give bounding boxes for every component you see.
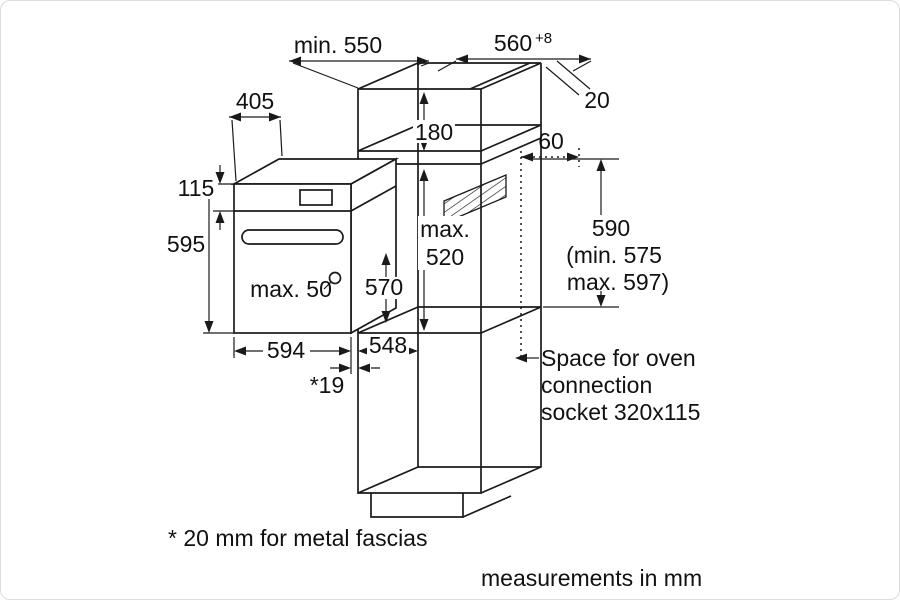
dim-548-label: 548 — [369, 332, 407, 358]
dim-max50-label: max. 50 — [250, 276, 332, 302]
socket-note-line3: socket 320x115 — [541, 399, 700, 425]
dim-60-label: 60 — [538, 128, 564, 154]
dim-19-label: *19 — [310, 372, 345, 398]
dim-19: *19 — [310, 363, 380, 398]
dim-570-label: 570 — [365, 274, 403, 300]
dim-60: 60 — [521, 128, 579, 162]
dim-595: 595 — [167, 183, 234, 334]
oven-handle — [241, 229, 344, 245]
dim-560: 560 +8 — [437, 30, 592, 72]
oven-handle-knob — [328, 271, 342, 285]
oven-front-face — [233, 183, 352, 334]
dim-20-label: 20 — [584, 87, 610, 113]
dim-595-label: 595 — [167, 231, 205, 257]
oven-side-face — [350, 157, 397, 335]
dim-min-550: min. 550 — [289, 32, 430, 89]
dim-548: 548 — [358, 332, 418, 358]
dim-180-label: 180 — [415, 119, 453, 145]
dim-115: 115 — [174, 165, 234, 230]
dim-min-550-label: min. 550 — [294, 32, 382, 58]
dim-590: 590 (min. 575 max. 597) — [528, 158, 669, 308]
footnote-fascia: * 20 mm for metal fascias — [168, 525, 427, 551]
dim-20: 20 — [545, 60, 610, 113]
dim-560-label: 560 — [494, 30, 532, 56]
socket-space-hatch — [443, 174, 507, 224]
dim-115-label: 115 — [178, 175, 215, 201]
dim-180: 180 — [413, 92, 455, 151]
dim-max-520: max. 520 — [418, 169, 472, 331]
dim-max520-label-2: 520 — [426, 244, 464, 270]
oven-display — [299, 189, 333, 206]
dim-405-label: 405 — [236, 88, 274, 114]
dim-590-max-label: max. 597) — [567, 269, 669, 295]
dim-590-min-label: (min. 575 — [566, 242, 662, 268]
dim-560-tolerance: +8 — [535, 30, 552, 47]
footnote-units: measurements in mm — [481, 565, 702, 591]
dim-594: 594 — [233, 337, 352, 374]
dim-594-label: 594 — [267, 337, 306, 363]
oven-drawing — [230, 157, 400, 335]
socket-note: Space for oven connection socket 320x115 — [515, 345, 700, 425]
dim-570: 570 — [364, 253, 404, 323]
socket-note-line1: Space for oven — [541, 345, 696, 371]
dim-590-label: 590 — [592, 215, 630, 241]
dim-max-50: max. 50 — [250, 276, 332, 302]
dim-405: 405 — [229, 88, 283, 182]
dim-max520-label-1: max. — [420, 216, 470, 242]
socket-note-line2: connection — [541, 372, 652, 398]
